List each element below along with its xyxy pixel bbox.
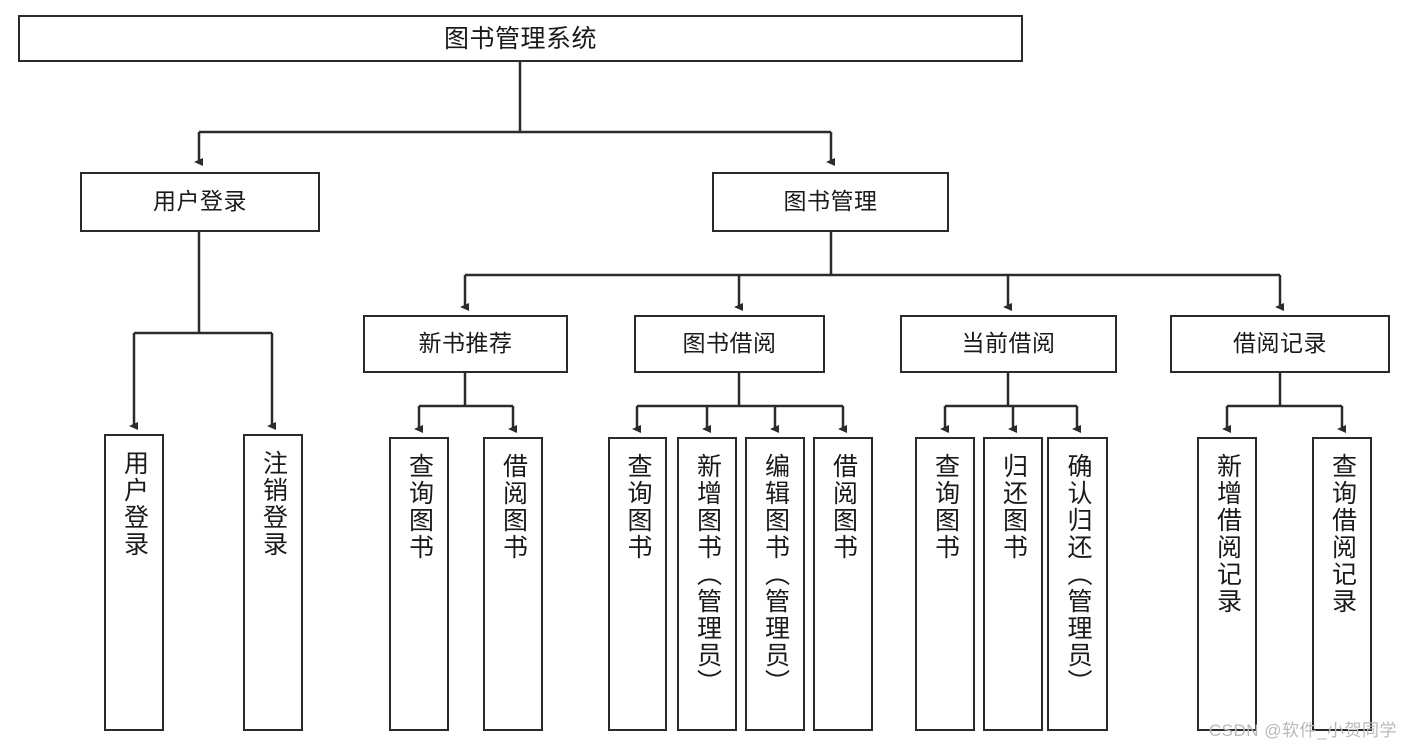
node-root-system[interactable]: 图书管理系统 [18,15,1023,62]
leaf-query-book-recommend[interactable]: 查询图书 [389,437,449,731]
node-label: 查询借阅记录 [1328,453,1357,615]
leaf-add-book-admin[interactable]: 新增图书（管理员） [677,437,737,731]
node-label: 图书管理系统 [443,24,597,53]
leaf-confirm-return-admin[interactable]: 确认归还（管理员） [1047,437,1108,731]
watermark-text: CSDN @软件_小贺同学 [1208,721,1397,740]
node-borrow-record[interactable]: 借阅记录 [1170,315,1390,373]
leaf-logout-login[interactable]: 注销登录 [243,434,303,731]
node-label: 确认归还（管理员） [1064,453,1092,696]
node-label: 用户登录 [120,450,149,558]
node-label: 归还图书 [999,453,1028,561]
node-label: 图书借阅 [682,330,777,357]
node-label: 注销登录 [259,450,288,558]
node-user-login[interactable]: 用户登录 [80,172,320,232]
node-label: 新增借阅记录 [1213,453,1242,615]
leaf-query-borrow-record[interactable]: 查询借阅记录 [1312,437,1372,731]
leaf-query-book-current[interactable]: 查询图书 [915,437,975,731]
node-current-borrow[interactable]: 当前借阅 [900,315,1117,373]
node-book-management[interactable]: 图书管理 [712,172,949,232]
leaf-borrow-book-recommend[interactable]: 借阅图书 [483,437,543,731]
node-label: 借阅图书 [829,453,858,561]
leaf-add-borrow-record[interactable]: 新增借阅记录 [1197,437,1257,731]
node-label: 查询图书 [624,453,652,561]
leaf-edit-book-admin[interactable]: 编辑图书（管理员） [745,437,805,731]
node-label: 查询图书 [931,453,960,561]
node-label: 查询图书 [405,453,434,561]
node-label: 用户登录 [153,188,247,215]
leaf-query-book-borrow[interactable]: 查询图书 [608,437,667,731]
node-label: 编辑图书（管理员） [761,453,790,696]
node-label: 借阅图书 [499,453,528,561]
leaf-return-book[interactable]: 归还图书 [983,437,1043,731]
node-label: 新书推荐 [418,330,513,357]
node-label: 新增图书（管理员） [693,453,722,696]
node-label: 图书管理 [783,188,878,215]
leaf-borrow-book[interactable]: 借阅图书 [813,437,873,731]
node-new-book-recommend[interactable]: 新书推荐 [363,315,568,373]
node-book-borrow[interactable]: 图书借阅 [634,315,825,373]
node-label: 借阅记录 [1233,330,1327,357]
node-label: 当前借阅 [961,330,1056,357]
leaf-user-login[interactable]: 用户登录 [104,434,164,731]
